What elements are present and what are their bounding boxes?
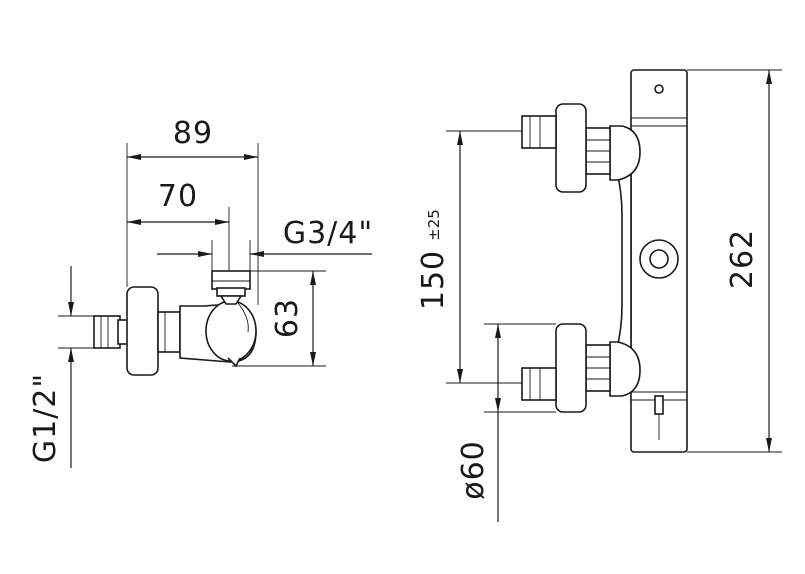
outlet-nut	[211, 270, 251, 290]
dim-70: 70	[158, 179, 198, 214]
dim-63: 63	[270, 298, 305, 338]
dim-262: 262	[725, 229, 760, 289]
lower-flange	[555, 323, 587, 413]
upper-arm	[609, 125, 641, 181]
lower-nipple	[521, 367, 557, 401]
top-screw	[654, 84, 664, 94]
dim-g12: G1/2"	[28, 373, 63, 463]
inlet-nipple	[93, 315, 121, 349]
dim-diameter-60: ø60	[456, 440, 491, 500]
drain-pin	[654, 395, 664, 415]
dim-150-tolerance: ±25	[425, 209, 443, 241]
upper-flange	[555, 103, 587, 193]
front-view: 150 ±25 ø60 262	[416, 69, 782, 522]
upper-nipple	[521, 115, 557, 149]
dim-150: 150	[416, 250, 451, 310]
wall-flange-side	[126, 286, 159, 376]
eccentric-connector	[157, 311, 181, 353]
side-view: 89 70 G3/4" 63 G1/2"	[28, 116, 373, 468]
lower-arm	[609, 341, 641, 397]
dim-g34: G3/4"	[283, 216, 373, 251]
dim-89: 89	[173, 116, 213, 151]
